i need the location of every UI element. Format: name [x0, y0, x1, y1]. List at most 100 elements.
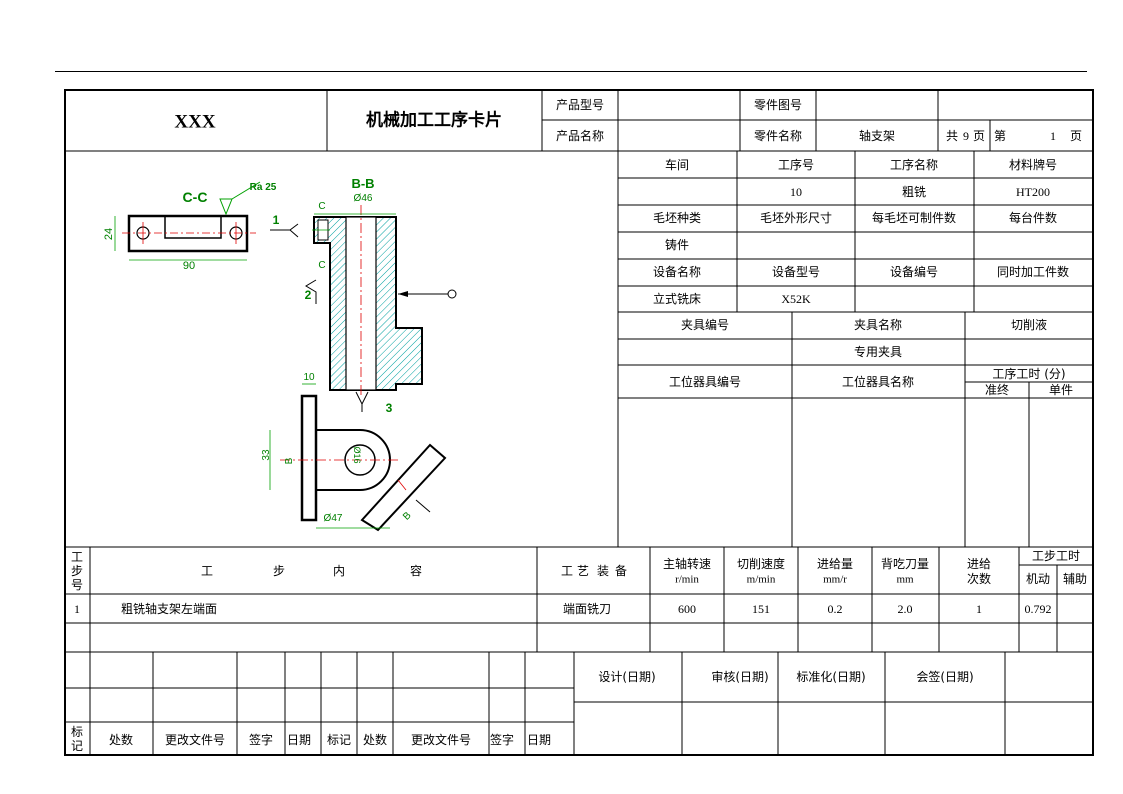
parts-per-blank-label: 每毛坯可制件数 [871, 211, 957, 225]
step-row-1-content[interactable]: 粗铣轴支架左端面 [121, 602, 218, 616]
top-rule [55, 71, 1087, 72]
fixture-name-value[interactable]: 专用夹具 [853, 345, 903, 359]
card-title: 机械加工工序卡片 [366, 110, 502, 131]
step-row-1-equipment[interactable]: 端面铣刀 [562, 602, 612, 616]
depth-unit: mm [896, 573, 914, 586]
footer-review-label: 审核(日期) [711, 670, 769, 684]
op-no-value[interactable]: 10 [790, 185, 802, 199]
page-unit-2: 页 [1069, 129, 1083, 143]
spindle-speed-header: 主轴转速 [662, 557, 712, 571]
view-bottom [269, 383, 447, 532]
cutting-speed-unit: m/min [746, 573, 776, 586]
page-unit: 页 [972, 129, 986, 143]
equipment-model-label: 设备型号 [771, 265, 821, 279]
step-row-1-machine[interactable]: 0.792 [1024, 602, 1052, 616]
fixture-no-label: 夹具编号 [680, 318, 730, 332]
op-name-label: 工序名称 [889, 158, 939, 172]
section-bb-label: B-B [351, 176, 374, 191]
content-header-char-1: 工 [200, 564, 214, 578]
total-pages: 9 [963, 129, 969, 143]
step-no-header: 工步号 [70, 550, 83, 592]
section-b-mark-left: B [284, 457, 295, 464]
coolant-label: 切削液 [1010, 318, 1048, 332]
step-row-1-cutting[interactable]: 151 [752, 602, 770, 616]
material-label: 材料牌号 [1008, 158, 1058, 172]
footer-mark2-label: 标记 [326, 733, 352, 747]
dim-phi16: Ø16 [352, 446, 362, 463]
locator-1-label: 1 [273, 213, 280, 227]
station-tool-no-label: 工位器具编号 [668, 375, 742, 389]
footer-date2-label: 日期 [526, 733, 552, 747]
section-b-mark-right: B [401, 510, 414, 523]
roughness-label: Ra 25 [250, 182, 277, 193]
material-value[interactable]: HT200 [1016, 185, 1050, 199]
section-c-mark-top: C [318, 201, 325, 212]
parts-per-unit-label: 每台件数 [1008, 211, 1058, 225]
equipment-header-char-2: 艺 [576, 564, 590, 578]
feed-header: 进给量 [816, 557, 854, 571]
footer-sign2-label: 签字 [489, 733, 515, 747]
page-no: 1 [1050, 129, 1056, 143]
op-name-value[interactable]: 粗铣 [901, 185, 927, 199]
product-name-label: 产品名称 [555, 129, 605, 143]
station-tool-name-label: 工位器具名称 [841, 375, 915, 389]
op-time-label: 工序工时 (分) [992, 367, 1066, 381]
workshop-label: 车间 [664, 158, 690, 172]
locator-2-label: 2 [305, 288, 312, 302]
footer-count2-label: 处数 [362, 733, 388, 747]
footer-sign-label: 签字 [248, 733, 274, 747]
equipment-header-char-1: 工 [560, 564, 574, 578]
footer-countersign-label: 会签(日期) [916, 670, 974, 684]
simultaneous-label: 同时加工件数 [996, 265, 1070, 279]
dim-90: 90 [183, 260, 195, 272]
process-drawing: C-C Ra 25 24 90 B-B Ø46 C C 1 2 3 10 33 … [103, 176, 457, 532]
feed-unit: mm/r [823, 573, 847, 586]
feed-times-header-1: 进给 [966, 557, 992, 571]
product-model-label: 产品型号 [555, 98, 605, 112]
op-no-label: 工序号 [777, 158, 815, 172]
step-row-1-no[interactable]: 1 [74, 602, 80, 616]
aux-time-header: 辅助 [1062, 572, 1088, 586]
dim-phi46: Ø46 [354, 193, 373, 204]
content-header-char-3: 内 [332, 564, 346, 578]
step-row-1-feed[interactable]: 0.2 [827, 602, 843, 616]
dim-24: 24 [103, 228, 115, 240]
footer-count-label: 处数 [108, 733, 134, 747]
step-row-1-depth[interactable]: 2.0 [897, 602, 913, 616]
part-name-value[interactable]: 轴支架 [858, 129, 896, 143]
footer-doc-no-label: 更改文件号 [164, 733, 226, 747]
step-row-1-spindle[interactable]: 600 [678, 602, 696, 616]
part-drawing-no-label: 零件图号 [753, 98, 803, 112]
footer-doc-no2-label: 更改文件号 [410, 733, 472, 747]
fixture-name-label: 夹具名称 [853, 318, 903, 332]
equipment-no-label: 设备编号 [889, 265, 939, 279]
equipment-name-label: 设备名称 [652, 265, 702, 279]
blank-size-label: 毛坯外形尺寸 [759, 211, 833, 225]
content-header-char-4: 容 [409, 564, 423, 578]
unit-time-label: 单件 [1048, 383, 1074, 397]
blank-type-label: 毛坯种类 [652, 211, 702, 225]
footer-date-label: 日期 [286, 733, 312, 747]
footer-mark-label: 标记 [70, 725, 83, 753]
machine-time-header: 机动 [1025, 572, 1051, 586]
dim-10: 10 [303, 372, 315, 383]
company-name: XXX [174, 111, 216, 133]
equipment-name-value[interactable]: 立式铣床 [652, 292, 702, 306]
dim-phi47: Ø47 [324, 513, 343, 524]
view-bb [270, 205, 457, 412]
equipment-header-char-3: 装 [596, 564, 610, 578]
feed-times-header-2: 次数 [966, 572, 992, 586]
part-name-label: 零件名称 [753, 129, 803, 143]
spindle-speed-unit: r/min [675, 573, 699, 586]
step-time-header: 工步工时 [1031, 549, 1081, 563]
content-header-char-2: 步 [272, 564, 286, 578]
blank-type-value[interactable]: 铸件 [664, 238, 690, 252]
locator-3-label: 3 [386, 401, 393, 415]
step-row-1-times[interactable]: 1 [976, 602, 982, 616]
footer-standard-label: 标准化(日期) [796, 670, 866, 684]
section-c-mark-bottom: C [318, 260, 325, 271]
equipment-model-value[interactable]: X52K [781, 292, 811, 306]
prep-time-label: 准终 [984, 383, 1010, 397]
card-frame [64, 89, 1094, 756]
